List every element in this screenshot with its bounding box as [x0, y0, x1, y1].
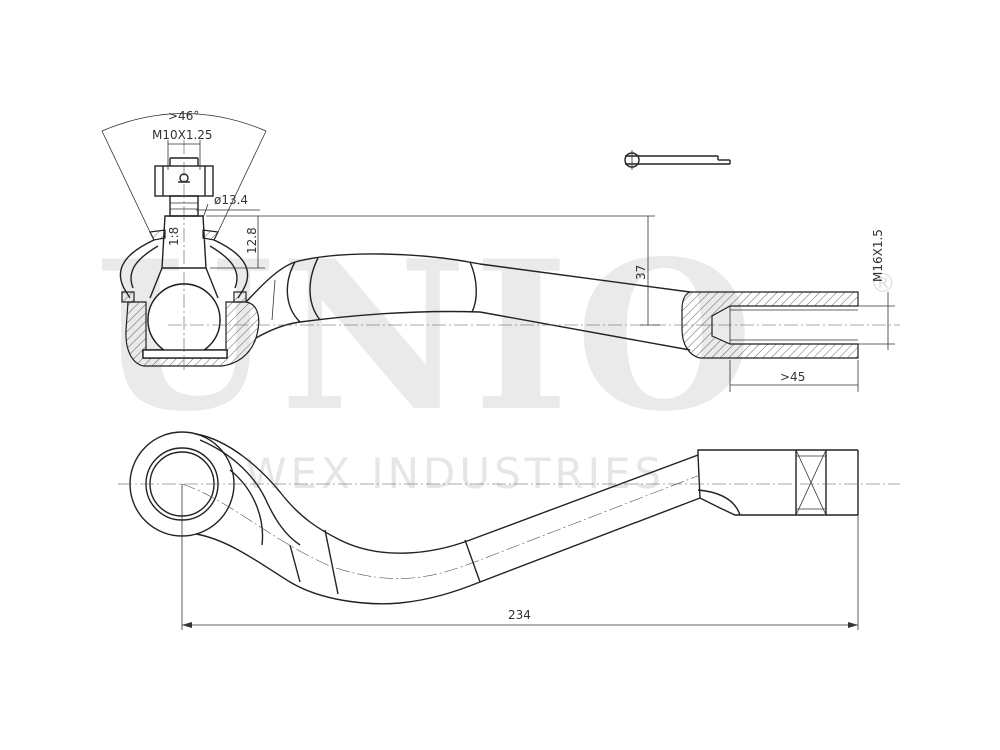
offset-height-label: 37 [634, 265, 648, 280]
dimension-lines-top [101, 113, 895, 392]
taper-angle-label: >46° [168, 109, 199, 123]
dimension-labels-top: >46° M10X1.25 ø13.4 1:8 12.8 37 M16X1.5 … [152, 109, 885, 384]
arm [245, 253, 691, 351]
threaded-end [681, 291, 859, 359]
thread-depth-label: >45 [780, 370, 805, 384]
stud-thread-label: M10X1.25 [152, 128, 213, 142]
side-section-view [119, 140, 900, 370]
taper-ratio-label: 1:8 [167, 227, 181, 246]
overall-length-dimension: 234 [181, 484, 859, 630]
overall-length-label: 234 [508, 608, 531, 622]
cotter-pin [624, 150, 731, 170]
stud-diameter-label: ø13.4 [214, 193, 248, 207]
taper-height-label: 12.8 [245, 227, 259, 254]
watermark-company: WEX INDUSTRIES [245, 449, 665, 498]
watermark-registered-mark: ® [870, 269, 896, 299]
end-thread-label: M16X1.5 [871, 229, 885, 282]
